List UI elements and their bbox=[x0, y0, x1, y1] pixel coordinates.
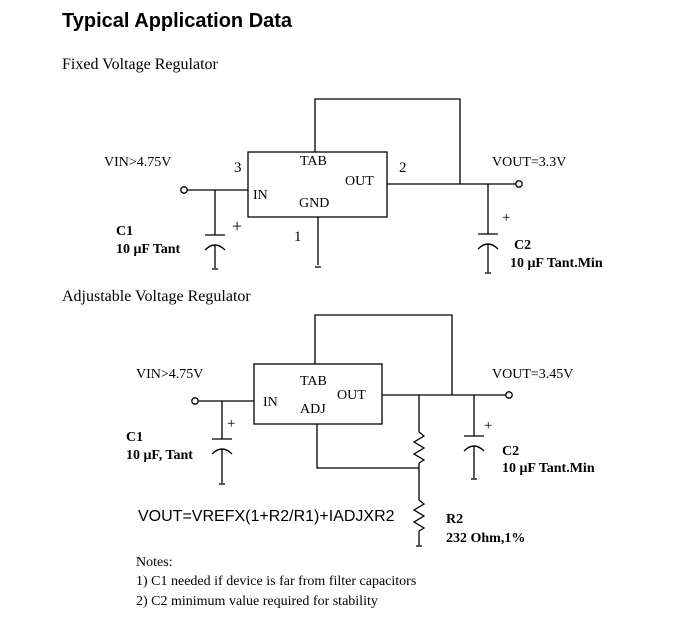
fixed-c2-plus: + bbox=[502, 210, 511, 226]
fixed-pin-out: OUT bbox=[345, 174, 374, 189]
fixed-pin-gnd: GND bbox=[299, 196, 330, 211]
fixed-section-title: Fixed Voltage Regulator bbox=[62, 56, 218, 73]
fixed-pin-in: IN bbox=[253, 188, 268, 203]
notes-item-1: 1) C1 needed if device is far from filte… bbox=[136, 574, 417, 589]
adjustable-output-formula: VOUT=VREFX(1+R2/R1)+IADJXR2 bbox=[138, 508, 395, 525]
notes-item-2: 2) C2 minimum value required for stabili… bbox=[136, 594, 378, 609]
fixed-pin-in-number: 3 bbox=[234, 160, 242, 176]
adjustable-vout-label: VOUT=3.45V bbox=[492, 367, 574, 382]
adjustable-c2-value: 10 μF Tant.Min bbox=[502, 461, 595, 476]
fixed-pin-out-number: 2 bbox=[399, 160, 407, 176]
adjustable-c1-value: 10 μF, Tant bbox=[126, 448, 193, 463]
adjustable-vout-terminal bbox=[505, 391, 513, 399]
fixed-c1-name: C1 bbox=[116, 224, 134, 239]
fixed-vin-terminal bbox=[180, 186, 188, 194]
adjustable-adj-wire bbox=[316, 424, 419, 469]
adjustable-pin-tab: TAB bbox=[300, 374, 327, 389]
fixed-vout-label: VOUT=3.3V bbox=[492, 155, 567, 170]
fixed-c2-name: C2 bbox=[514, 238, 532, 253]
fixed-c1-value: 10 μF Tant bbox=[116, 242, 181, 257]
adjustable-c2-plus: + bbox=[484, 418, 493, 434]
adjustable-r1-zigzag bbox=[412, 431, 426, 464]
adjustable-tab-wire bbox=[314, 314, 453, 395]
fixed-regulator-circuit bbox=[180, 98, 523, 274]
adjustable-r2-zigzag bbox=[412, 499, 426, 532]
fixed-pin-gnd-number: 1 bbox=[294, 229, 302, 245]
fixed-pin-tab: TAB bbox=[300, 154, 327, 169]
adjustable-vin-label: VIN>4.75V bbox=[136, 367, 204, 382]
fixed-tab-wire bbox=[314, 98, 461, 184]
adjustable-regulator-body bbox=[253, 363, 383, 425]
adjustable-c1-name: C1 bbox=[126, 430, 144, 445]
adjustable-c2-name: C2 bbox=[502, 444, 520, 459]
page-title: Typical Application Data bbox=[62, 10, 293, 32]
adjustable-regulator-circuit bbox=[191, 314, 513, 547]
fixed-c2-value: 10 μF Tant.Min bbox=[510, 256, 603, 271]
fixed-vout-terminal bbox=[515, 180, 523, 188]
adjustable-pin-out: OUT bbox=[337, 388, 366, 403]
notes-title: Notes: bbox=[136, 555, 173, 570]
adjustable-pin-adj: ADJ bbox=[300, 402, 326, 417]
fixed-vin-label: VIN>4.75V bbox=[104, 155, 172, 170]
adjustable-r2-value: 232 Ohm,1% bbox=[446, 531, 526, 546]
fixed-c1-plus: + bbox=[232, 216, 243, 236]
adjustable-r2-name: R2 bbox=[446, 512, 464, 527]
adjustable-vin-terminal bbox=[191, 397, 199, 405]
adjustable-pin-in: IN bbox=[263, 395, 278, 410]
adjustable-section-title: Adjustable Voltage Regulator bbox=[62, 288, 251, 305]
adjustable-c1-plus: + bbox=[227, 416, 236, 432]
